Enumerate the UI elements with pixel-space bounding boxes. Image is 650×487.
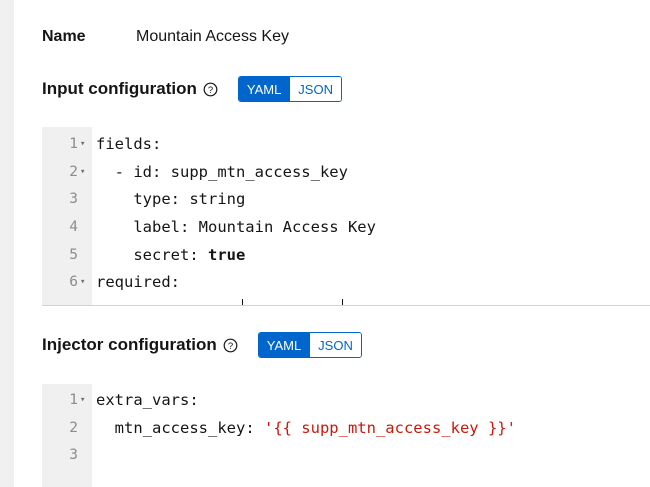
input-config-title: Input configuration [42,79,197,98]
code-token: required: [96,273,180,292]
code-token: fields: [96,134,162,153]
help-icon[interactable]: ? [223,338,238,353]
line-number: 5 [69,246,78,263]
code-line: 1▾ fields: [42,130,650,158]
code-token: mtn_access_key: [114,418,264,437]
injector-config-title: Injector configuration [42,335,217,354]
code-token: - id: supp_mtn_access_key [114,162,348,181]
code-text: secret: true [96,246,245,264]
code-text: required: [96,273,180,291]
code-token: type: string [133,190,246,209]
input-config-json-button[interactable]: JSON [289,77,341,101]
code-line: 3 [42,441,650,469]
code-text: fields: [96,135,161,153]
injector-config-header: Injector configuration ? YAML JSON [42,331,362,359]
code-token: secret: [133,245,208,264]
input-config-format-toggle: YAML JSON [237,76,342,102]
code-text: - id: supp_mtn_access_key [96,163,348,181]
code-text: extra_vars: [96,391,199,409]
fold-chevron-icon[interactable]: ▾ [80,394,86,405]
injector-config-yaml-button[interactable]: YAML [258,333,310,357]
editor-divider [42,305,650,306]
line-number-gutter [42,384,92,487]
injector-config-editor[interactable]: 1▾ extra_vars: 2 mtn_access_key: '{{ supp_… [42,384,650,487]
line-number: 2 [69,419,78,436]
string-token: '{{ supp_mtn_access_key }}' [263,418,516,437]
name-row: Name Mountain Access Key [42,26,289,48]
line-number: 3 [69,191,78,208]
code-text: label: Mountain Access Key [96,218,376,236]
code-line: 5 secret: true [42,241,650,269]
line-number: 1 [69,391,78,408]
svg-text:?: ? [208,85,213,96]
code-line: 2▾ - id: supp_mtn_access_key [42,158,650,186]
code-token: extra_vars: [96,390,199,409]
input-config-yaml-button[interactable]: YAML [238,77,290,101]
line-number: 6 [69,274,78,291]
name-label: Name [42,28,86,45]
line-number: 3 [69,447,78,464]
keyword-token: true [207,245,246,264]
injector-config-json-button[interactable]: JSON [309,333,361,357]
code-line: 4 label: Mountain Access Key [42,213,650,241]
injector-config-format-toggle: YAML JSON [257,332,362,358]
help-icon[interactable]: ? [203,82,218,97]
input-config-header: Input configuration ? YAML JSON [42,75,342,103]
name-value: Mountain Access Key [136,28,289,45]
line-number-gutter [42,127,92,305]
code-token: label: Mountain Access Key [133,217,376,236]
line-number: 2 [69,163,78,180]
text-fragment [342,299,343,305]
line-number: 1 [69,135,78,152]
code-text: type: string [96,190,245,208]
left-rail [0,0,14,487]
fold-chevron-icon[interactable]: ▾ [80,166,86,177]
code-line: 2 mtn_access_key: '{{ supp_mtn_access_ke… [42,414,650,442]
code-text: mtn_access_key: '{{ supp_mtn_access_key … [96,419,516,437]
code-line: 3 type: string [42,185,650,213]
code-line: 1▾ extra_vars: [42,386,650,414]
text-fragment [242,299,243,305]
line-number: 4 [69,218,78,235]
fold-chevron-icon[interactable]: ▾ [80,277,86,288]
svg-text:?: ? [228,341,233,352]
code-line: 6▾ required: [42,268,650,296]
fold-chevron-icon[interactable]: ▾ [80,138,86,149]
code-lines: 1▾ extra_vars: 2 mtn_access_key: '{{ supp_… [42,386,650,469]
